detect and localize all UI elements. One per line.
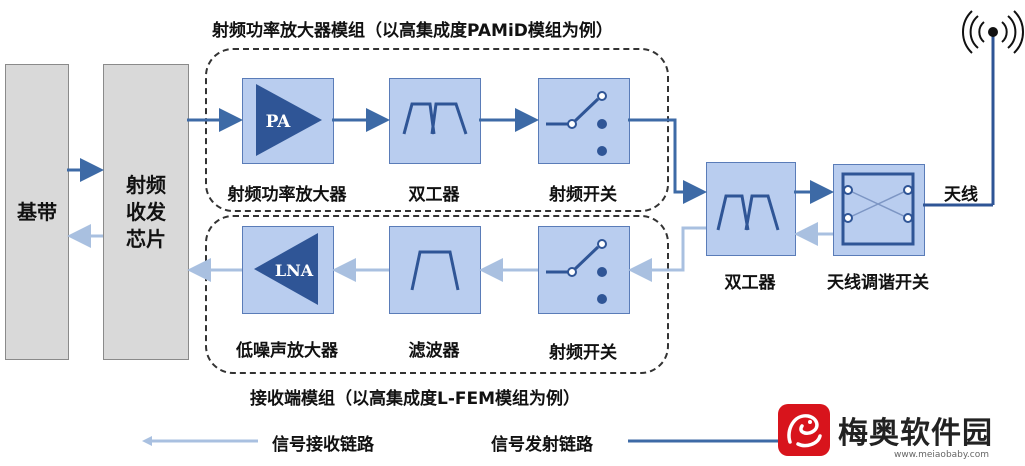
rx-switch-label: 射频开关 (549, 343, 617, 363)
tx-switch-label: 射频开关 (549, 185, 617, 205)
tuner-label: 天线调谐开关 (827, 273, 929, 293)
antenna-label: 天线 (944, 185, 978, 205)
legend-rx-line (142, 436, 258, 446)
lna-amplifier-icon: LNA (254, 233, 318, 305)
rx-signal-path (67, 222, 833, 282)
legend-rx-text: 信号接收链路 (272, 435, 374, 455)
tx-duplexer-label: 双工器 (408, 185, 460, 205)
tx-duplexer-icon (402, 102, 468, 135)
rx-module-title: 接收端模组（以高集成度L-FEM模组为例） (250, 389, 581, 409)
pa-text: PA (266, 112, 292, 132)
baseband-label: 基带 (17, 199, 57, 224)
baseband-block: 基带 (5, 64, 69, 360)
filter-label: 滤波器 (408, 341, 460, 361)
pa-label: 射频功率放大器 (227, 185, 347, 205)
antenna-icon (923, 10, 1024, 207)
legend-tx-text: 信号发射链路 (491, 435, 593, 455)
rx-module-outline (205, 215, 669, 374)
transceiver-block: 射频 收发 芯片 (103, 64, 189, 360)
watermark-name: 梅奥软件园 (838, 416, 993, 451)
tx-module-title: 射频功率放大器模组（以高集成度PAMiD模组为例） (212, 21, 613, 41)
tx-module-outline (205, 48, 669, 212)
rx-switch-icon (546, 239, 607, 304)
dragon-logo-icon (778, 404, 830, 456)
rx-switch-box (538, 226, 630, 314)
tx-switch-icon (546, 91, 607, 156)
tx-signal-path (67, 108, 834, 204)
transceiver-label: 射频 收发 芯片 (126, 172, 166, 251)
main-duplexer-label: 双工器 (724, 273, 776, 293)
watermark-logo: 梅奥软件园 www.meiaobaby.com (776, 402, 1016, 462)
watermark-url: www.meiaobaby.com (894, 450, 990, 460)
tuner-box (833, 164, 925, 256)
tuner-icon (841, 172, 915, 246)
main-duplexer-icon (716, 194, 780, 231)
pa-amplifier-icon: PA (256, 84, 322, 156)
lna-label: 低噪声放大器 (236, 341, 338, 361)
lna-text: LNA (275, 261, 314, 280)
filter-icon (410, 250, 460, 291)
